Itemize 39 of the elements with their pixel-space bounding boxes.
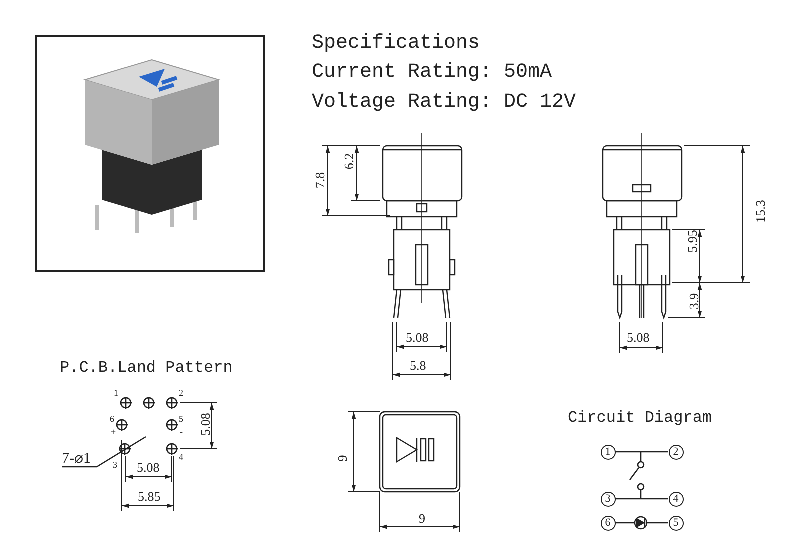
led-symbol <box>634 516 648 530</box>
leader-line <box>62 436 146 468</box>
dimension-value: 7.8 <box>314 172 327 189</box>
terminal-circle: 2 <box>668 444 684 460</box>
label-text: Circuit Diagram <box>568 410 712 426</box>
label-text: 5.8 <box>410 359 426 372</box>
terminal-circle: 6 <box>600 516 616 530</box>
terminal-circle: 3 <box>600 492 616 506</box>
label-text: + <box>111 428 116 437</box>
label-text: 6 <box>110 415 114 424</box>
dimension-value: 5.08 <box>198 413 212 436</box>
label-text: 3 <box>113 461 118 470</box>
label-text: 5.08 <box>627 331 650 344</box>
wire <box>616 498 668 500</box>
label-text: Specifications <box>312 34 480 54</box>
label-text: 5.08 <box>137 461 160 474</box>
terminal-circle: 1 <box>600 444 616 460</box>
wire <box>616 522 635 524</box>
dimension-value: 5.95 <box>686 230 699 253</box>
label-text: P.C.B.Land Pattern <box>60 360 233 376</box>
label-text: Current Rating: 50mA <box>312 63 552 83</box>
label-text: 1 <box>114 389 118 398</box>
terminal-circle: 4 <box>668 492 684 506</box>
dimension-value: 15.3 <box>754 200 767 223</box>
label-text: 4 <box>179 453 184 462</box>
label-text: Voltage Rating: DC 12V <box>312 93 576 113</box>
dimension-value: 6.2 <box>342 153 356 170</box>
wire <box>616 451 668 453</box>
label-text: 5.85 <box>138 490 161 503</box>
dimension-value: 9 <box>336 455 349 462</box>
terminal-circle: 5 <box>668 516 684 530</box>
label-text: 5 <box>179 415 184 424</box>
dimension-value: 3.9 <box>688 293 701 310</box>
label-text: 5.08 <box>406 331 429 344</box>
label-text: - <box>180 428 183 437</box>
label-text: 9 <box>419 512 426 525</box>
wire <box>647 522 668 524</box>
callout-text: 7-⌀1 <box>62 452 91 467</box>
label-text: 2 <box>179 389 184 398</box>
